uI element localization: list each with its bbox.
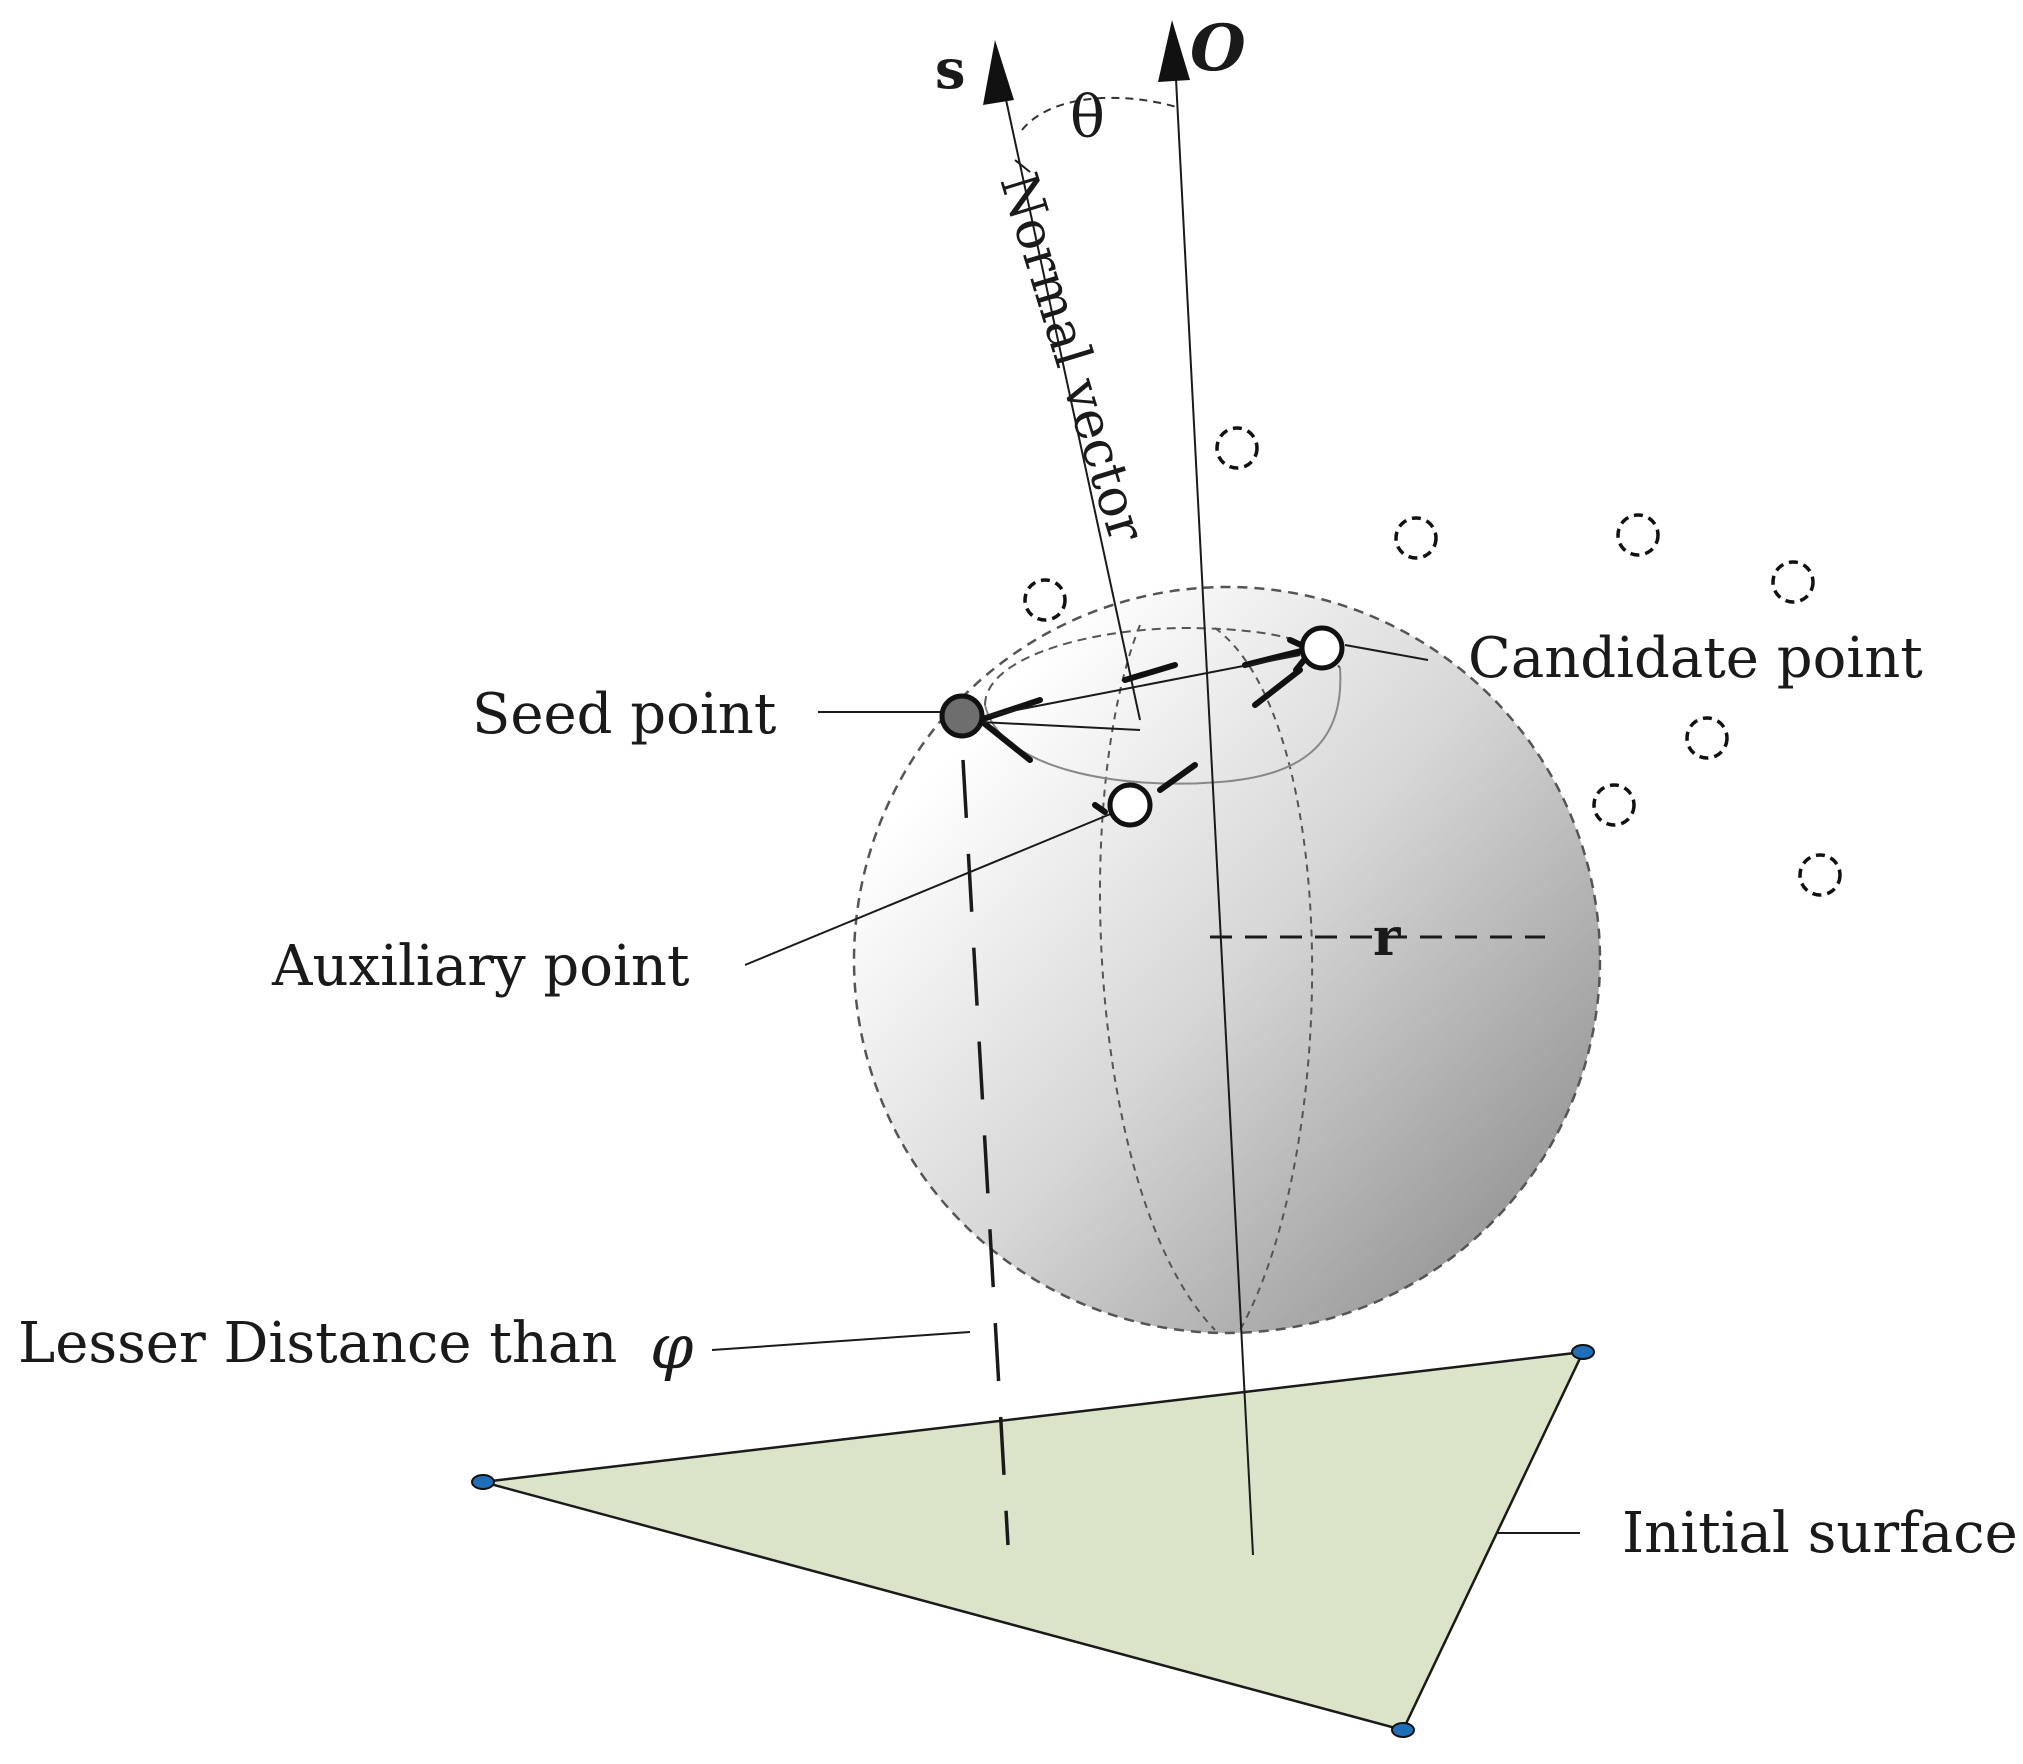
auxiliary-point	[1107, 782, 1153, 828]
seed-to-aux-line	[979, 721, 1141, 731]
aux-leader	[744, 807, 1126, 966]
s-axis-arrowhead	[983, 40, 1014, 105]
s-axis-label: s	[935, 37, 965, 101]
seed-point	[939, 693, 985, 739]
normal-vector-line	[1004, 94, 1141, 721]
candidate-point-label: Candidate point	[1468, 626, 1923, 691]
sphere	[852, 585, 1602, 1335]
candidate-leader	[1344, 644, 1429, 661]
radius-label: r	[1373, 907, 1401, 968]
initial-surface-triangle	[482, 1350, 1586, 1732]
lesser-distance-label: Lesser Distance than	[18, 1311, 617, 1376]
seed-projection-line	[961, 759, 1010, 1546]
seed-point-label: Seed point	[472, 682, 777, 747]
other-points	[1023, 426, 1842, 897]
point-arrows	[977, 637, 1317, 815]
auxiliary-point-label: Auxiliary point	[271, 934, 690, 999]
normal-vector-label: Normal vector	[988, 166, 1157, 548]
initial-surface-label: Initial surface	[1622, 1501, 2018, 1566]
theta-arc	[1021, 96, 1181, 131]
surface-vertices	[471, 1344, 1595, 1738]
seed-to-candidate-line	[974, 654, 1301, 719]
theta-label: θ	[1070, 83, 1105, 151]
phi-leader	[711, 1331, 971, 1351]
o-axis-label: O	[1190, 11, 1246, 86]
o-axis-line	[1174, 59, 1254, 1556]
candidate-point	[1299, 625, 1345, 671]
phi-label: φ	[650, 1310, 694, 1383]
o-axis-arrowhead	[1158, 20, 1190, 82]
